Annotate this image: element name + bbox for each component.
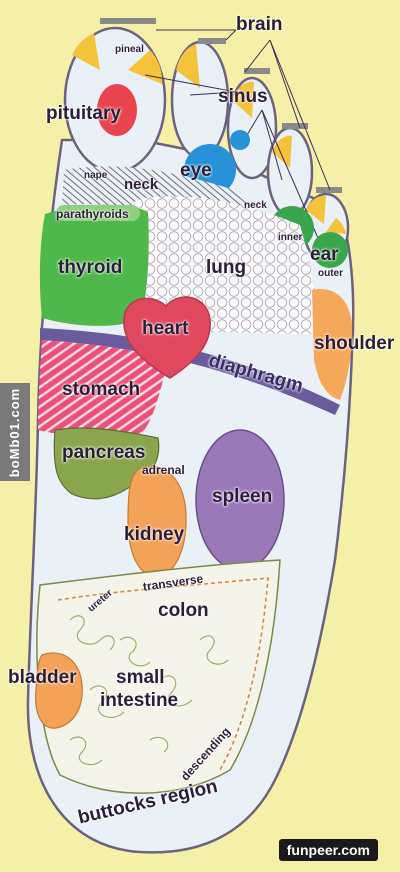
sinus-marker-big-toe-right bbox=[128, 50, 163, 84]
label-brain: brain bbox=[236, 14, 283, 35]
label-small-intestine-1: small bbox=[116, 667, 165, 688]
sinus-marker-toe5 bbox=[306, 195, 326, 224]
nail-bar-4 bbox=[282, 123, 308, 129]
label-ear: ear bbox=[310, 244, 339, 265]
bladder-zone bbox=[35, 652, 83, 729]
label-eye: eye bbox=[180, 160, 212, 181]
label-outer: outer bbox=[318, 268, 343, 279]
nail-bar-1 bbox=[100, 18, 156, 24]
label-kidney: kidney bbox=[124, 524, 185, 545]
label-parathyroids: parathyroids bbox=[56, 207, 129, 221]
nail-bar-3 bbox=[244, 68, 270, 74]
label-stomach: stomach bbox=[62, 379, 141, 400]
eye-zone-b bbox=[230, 130, 250, 150]
label-small-intestine-2: intestine bbox=[100, 690, 179, 711]
label-heart: heart bbox=[142, 318, 189, 339]
label-nape: nape bbox=[84, 170, 108, 181]
label-pituitary: pituitary bbox=[46, 103, 121, 124]
intestine-loops bbox=[69, 615, 229, 766]
nail-bar-5 bbox=[316, 187, 342, 193]
nail-bar-2 bbox=[198, 38, 226, 44]
sinus-marker-toe2 bbox=[176, 44, 200, 88]
sinus-marker-toe5-b bbox=[326, 218, 346, 234]
label-lung: lung bbox=[206, 257, 247, 278]
side-watermark: boMb01.com bbox=[0, 383, 30, 481]
credit-watermark: funpeer.com bbox=[278, 839, 378, 861]
heart-zone bbox=[123, 296, 211, 379]
label-sinus: sinus bbox=[218, 86, 268, 107]
colon-track bbox=[57, 577, 269, 771]
label-bladder: bladder bbox=[8, 667, 77, 688]
label-shoulder: shoulder bbox=[314, 333, 395, 354]
label-thyroid: thyroid bbox=[58, 257, 123, 278]
kidney-zone bbox=[127, 465, 187, 577]
diaphragm-zone bbox=[40, 328, 340, 415]
thyroid-zone bbox=[39, 204, 149, 326]
label-colon: colon bbox=[158, 600, 209, 621]
label-spleen: spleen bbox=[212, 486, 273, 507]
label-neck-small: neck bbox=[244, 200, 267, 211]
label-pineal: pineal bbox=[115, 44, 144, 55]
ear-zone-outer bbox=[312, 232, 348, 268]
shoulder-zone bbox=[312, 289, 352, 400]
label-neck: neck bbox=[124, 176, 159, 193]
parathyroids-zone bbox=[56, 205, 140, 221]
label-inner: inner bbox=[278, 232, 303, 243]
stomach-zone bbox=[38, 340, 168, 438]
label-pancreas: pancreas bbox=[62, 442, 146, 463]
sinus-marker-big-toe-left bbox=[72, 33, 100, 70]
pituitary-zone bbox=[97, 84, 137, 136]
intestine-zone bbox=[36, 559, 281, 794]
label-adrenal: adrenal bbox=[142, 463, 185, 477]
sinus-marker-toe3 bbox=[232, 81, 254, 118]
side-watermark-text: boMb01.com bbox=[7, 387, 23, 477]
